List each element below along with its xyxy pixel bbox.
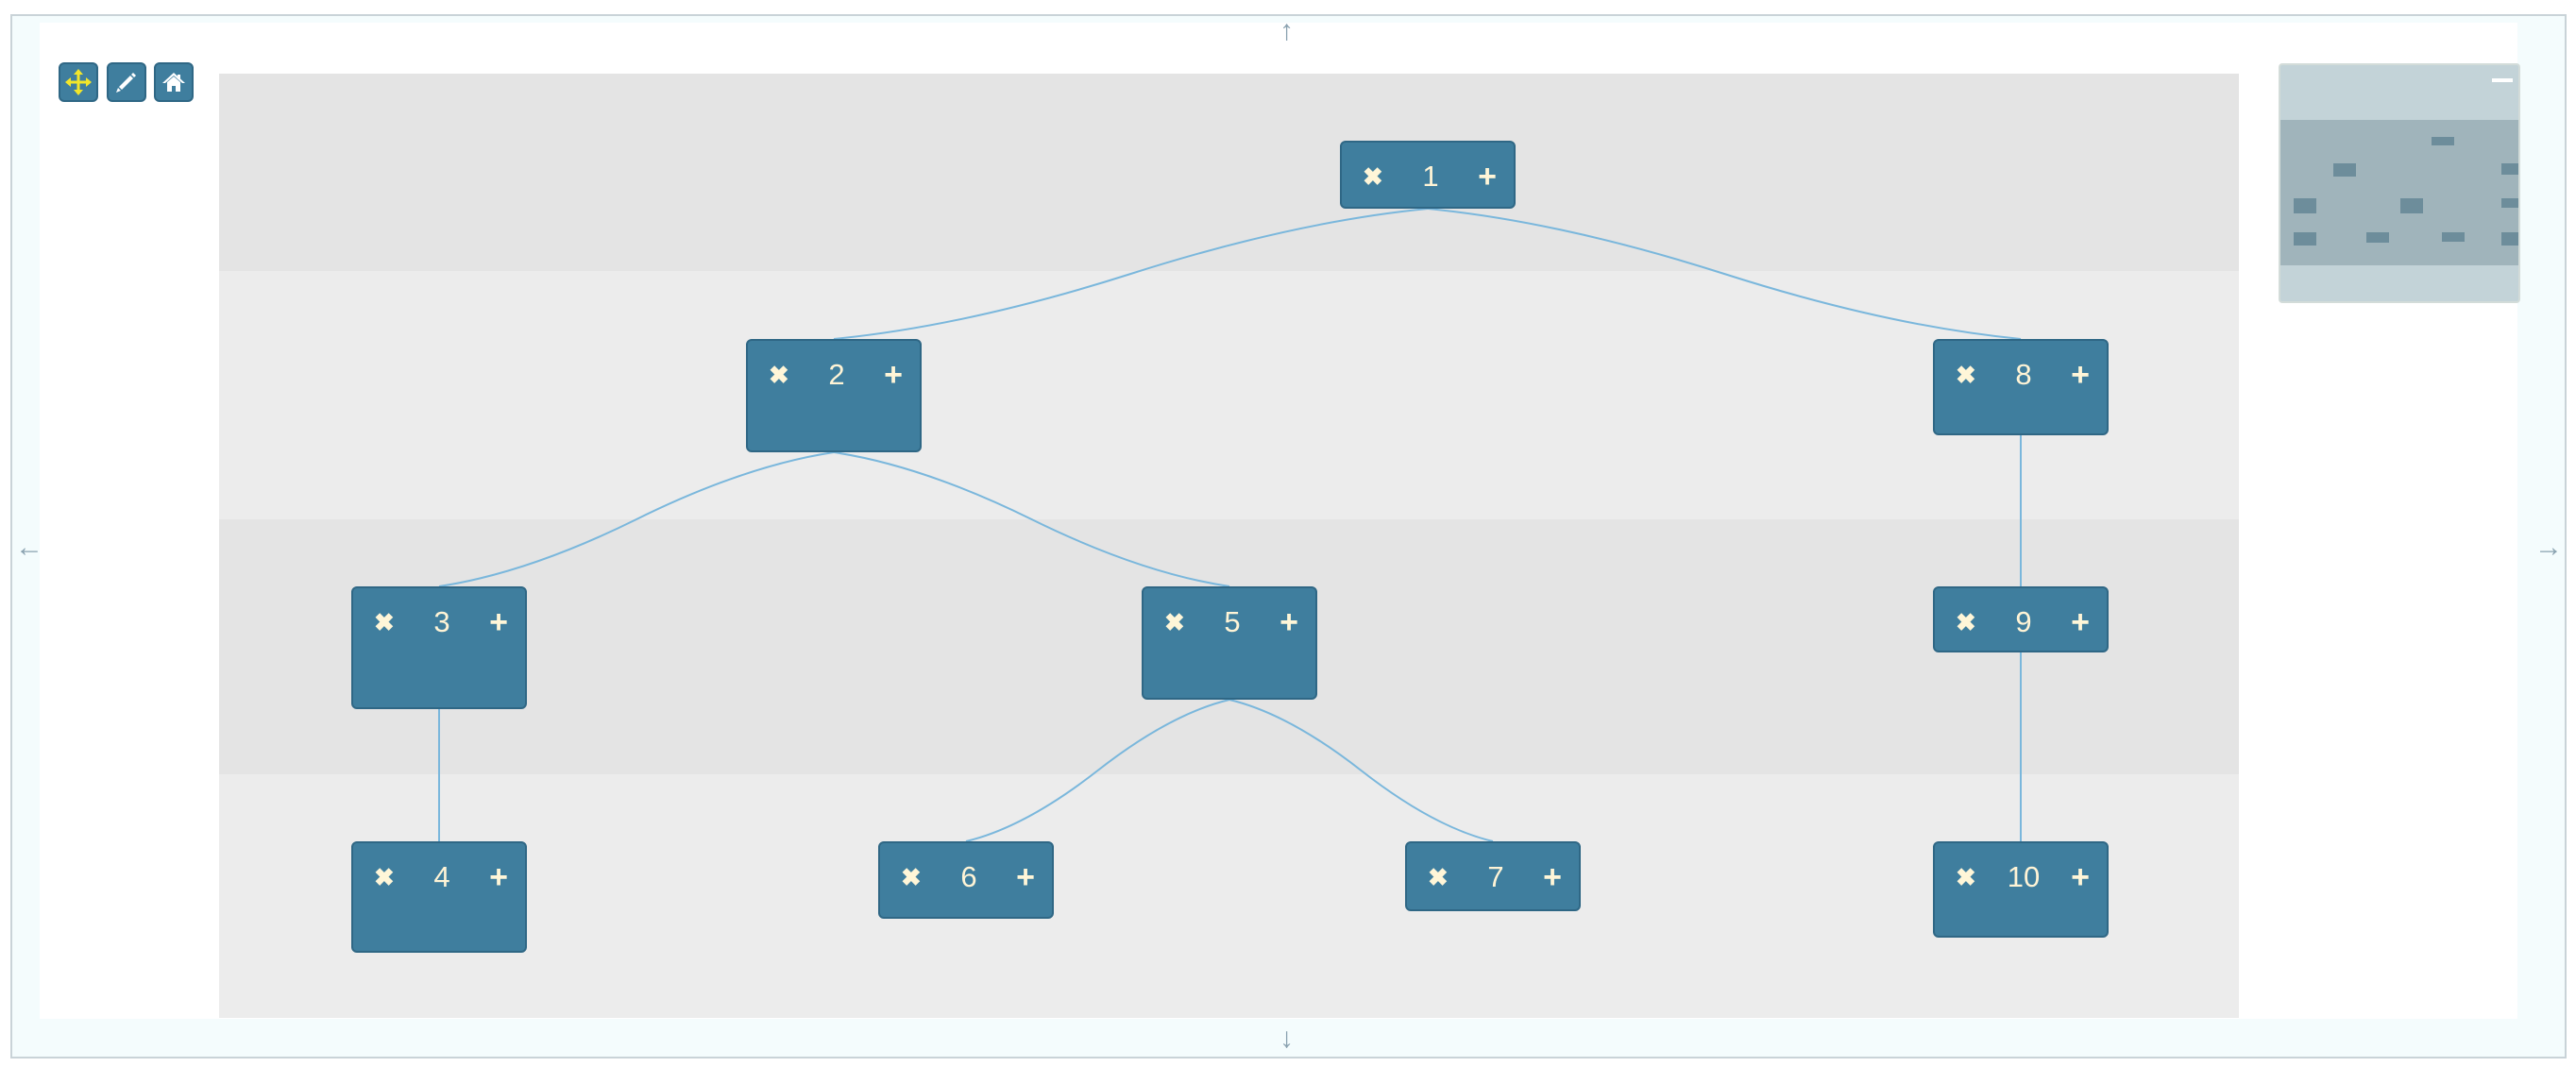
- node-label: 7: [1487, 860, 1504, 893]
- edge-1-8: [1427, 208, 2022, 340]
- delete-node-icon[interactable]: ✖: [1956, 608, 1976, 636]
- add-child-icon[interactable]: +: [1543, 859, 1562, 895]
- edge-2-3: [438, 451, 835, 587]
- minimap[interactable]: [2279, 63, 2520, 303]
- add-child-icon[interactable]: +: [1016, 859, 1035, 895]
- pan-left-arrow[interactable]: ←: [15, 532, 43, 563]
- delete-node-icon[interactable]: ✖: [901, 863, 922, 891]
- tree-node-5[interactable]: ✖ 5 +: [1142, 586, 1317, 700]
- edge-1-2: [833, 208, 1429, 340]
- tree-node-7[interactable]: ✖ 7 +: [1405, 841, 1581, 911]
- move-icon: [65, 69, 92, 95]
- minimap-node: [2501, 163, 2518, 175]
- pan-right-arrow[interactable]: →: [2534, 532, 2563, 563]
- tree-edges: [438, 208, 2022, 842]
- node-label: 5: [1224, 605, 1241, 638]
- minimap-node: [2501, 198, 2518, 208]
- tree-node-2[interactable]: ✖ 2 +: [746, 339, 922, 452]
- level-band-1: [219, 74, 2239, 271]
- move-tool-button[interactable]: [59, 62, 98, 102]
- edge-5-6: [965, 699, 1230, 842]
- add-child-icon[interactable]: +: [1478, 159, 1497, 195]
- node-label: 4: [433, 860, 450, 893]
- add-child-icon[interactable]: +: [2071, 859, 2090, 895]
- delete-node-icon[interactable]: ✖: [1363, 162, 1383, 191]
- add-child-icon[interactable]: +: [489, 604, 508, 640]
- add-child-icon[interactable]: +: [1280, 604, 1298, 640]
- node-label: 10: [2007, 860, 2041, 893]
- tree-node-10[interactable]: ✖ 10 +: [1933, 841, 2109, 938]
- add-child-icon[interactable]: +: [2071, 357, 2090, 393]
- tree-node-8[interactable]: ✖ 8 +: [1933, 339, 2109, 435]
- delete-node-icon[interactable]: ✖: [1164, 608, 1185, 636]
- node-label: 8: [2015, 358, 2032, 391]
- node-label: 6: [960, 860, 977, 893]
- node-label: 3: [433, 605, 450, 638]
- edge-5-7: [1229, 699, 1494, 842]
- minimap-viewport[interactable]: [2280, 120, 2518, 265]
- edge-2-5: [833, 451, 1230, 587]
- minimap-node: [2333, 163, 2356, 177]
- add-child-icon[interactable]: +: [2071, 604, 2090, 640]
- tree-node-9[interactable]: ✖ 9 +: [1933, 586, 2109, 652]
- tree-node-4[interactable]: ✖ 4 +: [351, 841, 527, 953]
- delete-node-icon[interactable]: ✖: [374, 608, 395, 636]
- pencil-icon: [116, 73, 136, 93]
- tree-node-6[interactable]: ✖ 6 +: [878, 841, 1054, 919]
- minimap-node: [2442, 232, 2465, 242]
- minimap-node: [2294, 198, 2316, 213]
- delete-node-icon[interactable]: ✖: [1956, 361, 1976, 389]
- minimap-node: [2294, 232, 2316, 246]
- add-child-icon[interactable]: +: [884, 357, 903, 393]
- minimap-node: [2432, 137, 2454, 145]
- minus-icon[interactable]: [2492, 78, 2513, 82]
- delete-node-icon[interactable]: ✖: [769, 361, 789, 389]
- minimap-node: [2400, 198, 2423, 213]
- delete-node-icon[interactable]: ✖: [1956, 863, 1976, 891]
- home-icon: [162, 73, 185, 92]
- tree-node-3[interactable]: ✖ 3 +: [351, 586, 527, 709]
- edit-tool-button[interactable]: [107, 62, 146, 102]
- home-button[interactable]: [154, 62, 194, 102]
- level-band-2: [219, 271, 2239, 519]
- tree-node-1[interactable]: ✖ 1 +: [1340, 141, 1516, 209]
- pan-down-arrow[interactable]: ↓: [1280, 1023, 1294, 1054]
- add-child-icon[interactable]: +: [489, 859, 508, 895]
- node-label: 9: [2015, 605, 2032, 638]
- level-band-4: [219, 774, 2239, 1018]
- delete-node-icon[interactable]: ✖: [374, 863, 395, 891]
- minimap-node: [2501, 232, 2518, 246]
- node-label: 2: [828, 358, 845, 391]
- delete-node-icon[interactable]: ✖: [1428, 863, 1449, 891]
- minimap-node: [2366, 232, 2389, 243]
- node-label: 1: [1422, 160, 1439, 193]
- pan-up-arrow[interactable]: ↑: [1280, 15, 1294, 46]
